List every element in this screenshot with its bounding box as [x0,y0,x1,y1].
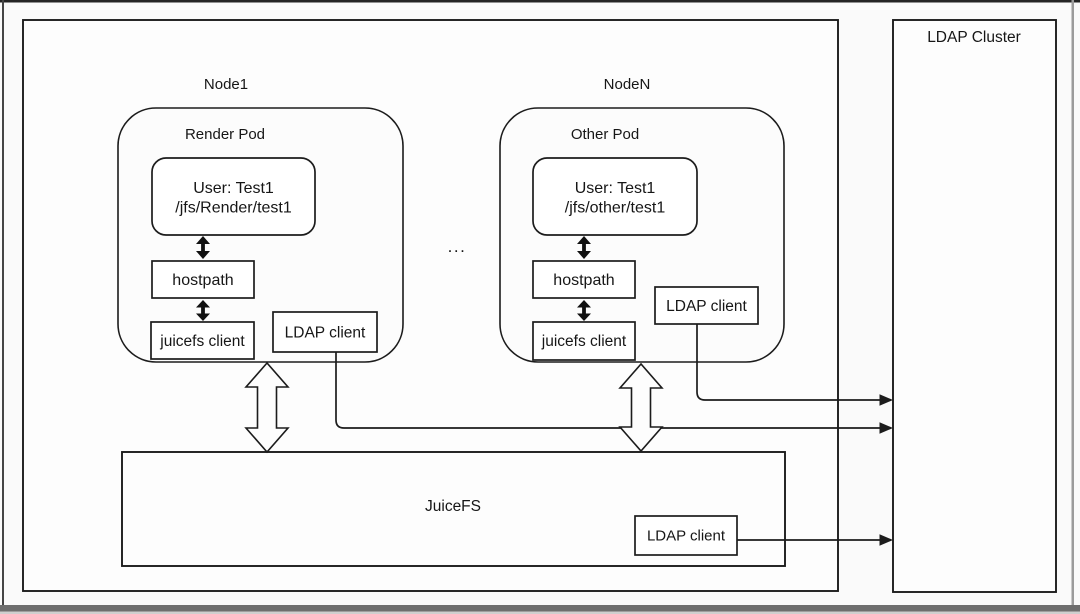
render-user-box [151,157,316,236]
other-hostpath-label: hostpath [553,272,614,289]
juicefs-ldap-client-label: LDAP client [647,528,726,545]
ldap-cluster-label: LDAP Cluster [927,29,1021,46]
other-hostpath-box [532,260,636,299]
other-hostpath-juicefs-double-arrow-icon [577,300,591,321]
other-user-line2: /jfs/other/test1 [565,200,666,217]
juicefs-ldap-arrowhead-icon [879,534,893,546]
frame-bottom-border [0,605,1080,612]
render-juicefs-hollow-arrow-icon [244,361,290,454]
ellipsis-label: ... [448,237,467,256]
juicefs-label: JuiceFS [425,498,481,515]
juicefs-ldap-client-box [634,515,738,556]
render-juicefs-client-box [150,321,255,360]
render-ldap-connector-line [335,352,880,429]
nodeN-label: NodeN [604,76,651,93]
render-ldap-arrowhead-icon [879,422,893,434]
other-pod-label: Other Pod [571,126,639,143]
render-user-hostpath-double-arrow-icon [196,236,210,259]
render-user-line2: /jfs/Render/test1 [175,200,292,217]
frame-bottom-edge [0,611,1080,614]
render-hostpath-box [151,260,255,299]
other-user-line1: User: Test1 [575,180,656,197]
other-user-box [532,157,698,236]
other-ldap-connector-line [696,324,880,401]
other-juicefs-hollow-arrow-icon [618,362,664,453]
render-ldap-client-label: LDAP client [285,325,366,342]
other-ldap-client-label: LDAP client [666,298,747,315]
frame-left-border [2,0,4,606]
frame-top-border [0,0,1080,3]
render-hostpath-label: hostpath [172,272,233,289]
render-juicefs-client-label: juicefs client [159,333,245,350]
other-user-hostpath-double-arrow-icon [577,236,591,259]
ldap-cluster-box [892,19,1057,593]
other-juicefs-client-box [532,321,636,361]
render-hostpath-juicefs-double-arrow-icon [196,300,210,321]
other-ldap-client-box [654,286,759,325]
node1-label: Node1 [204,76,248,93]
other-ldap-arrowhead-icon [879,394,893,406]
render-pod-label: Render Pod [185,126,265,143]
other-juicefs-client-label: juicefs client [541,333,627,350]
render-user-line1: User: Test1 [193,180,274,197]
frame-right-border [1071,0,1074,606]
render-ldap-client-box [272,311,378,353]
